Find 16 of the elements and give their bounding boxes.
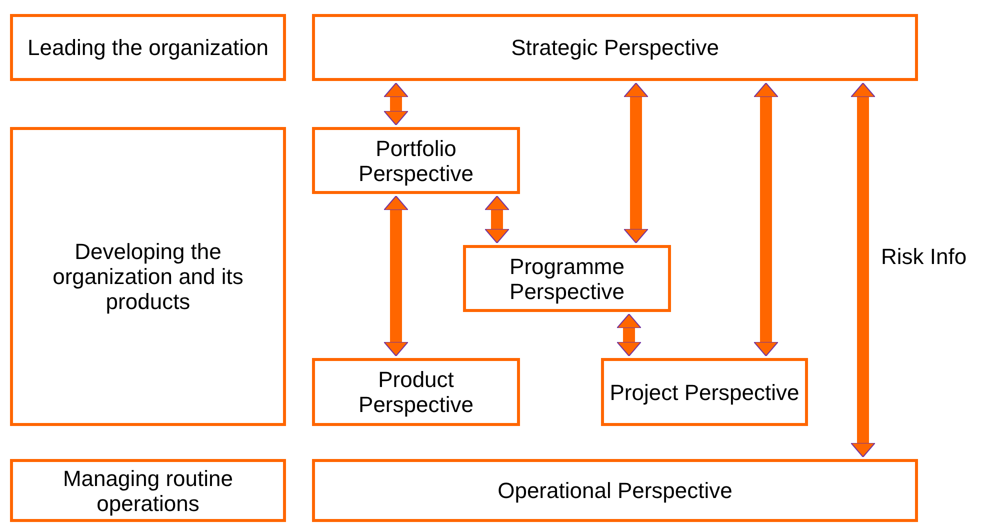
perspective-box: Product Perspective xyxy=(312,358,520,426)
perspective-box: Project Perspective xyxy=(601,358,808,426)
perspective-box: Programme Perspective xyxy=(463,245,671,312)
double-arrow xyxy=(754,82,778,356)
double-arrow xyxy=(850,82,876,458)
double-arrow xyxy=(616,314,642,356)
perspective-box: Leading the organization xyxy=(10,14,286,81)
perspective-box: Strategic Perspective xyxy=(312,14,918,81)
perspective-box: Developing the organization and its products xyxy=(10,127,286,426)
perspective-box: Managing routine operations xyxy=(10,459,286,522)
double-arrow xyxy=(384,196,408,356)
double-arrow xyxy=(384,82,408,126)
perspective-box: Portfolio Perspective xyxy=(312,127,520,194)
double-arrow xyxy=(624,82,648,244)
perspective-box: Operational Perspective xyxy=(312,459,918,522)
double-arrow xyxy=(484,196,510,244)
